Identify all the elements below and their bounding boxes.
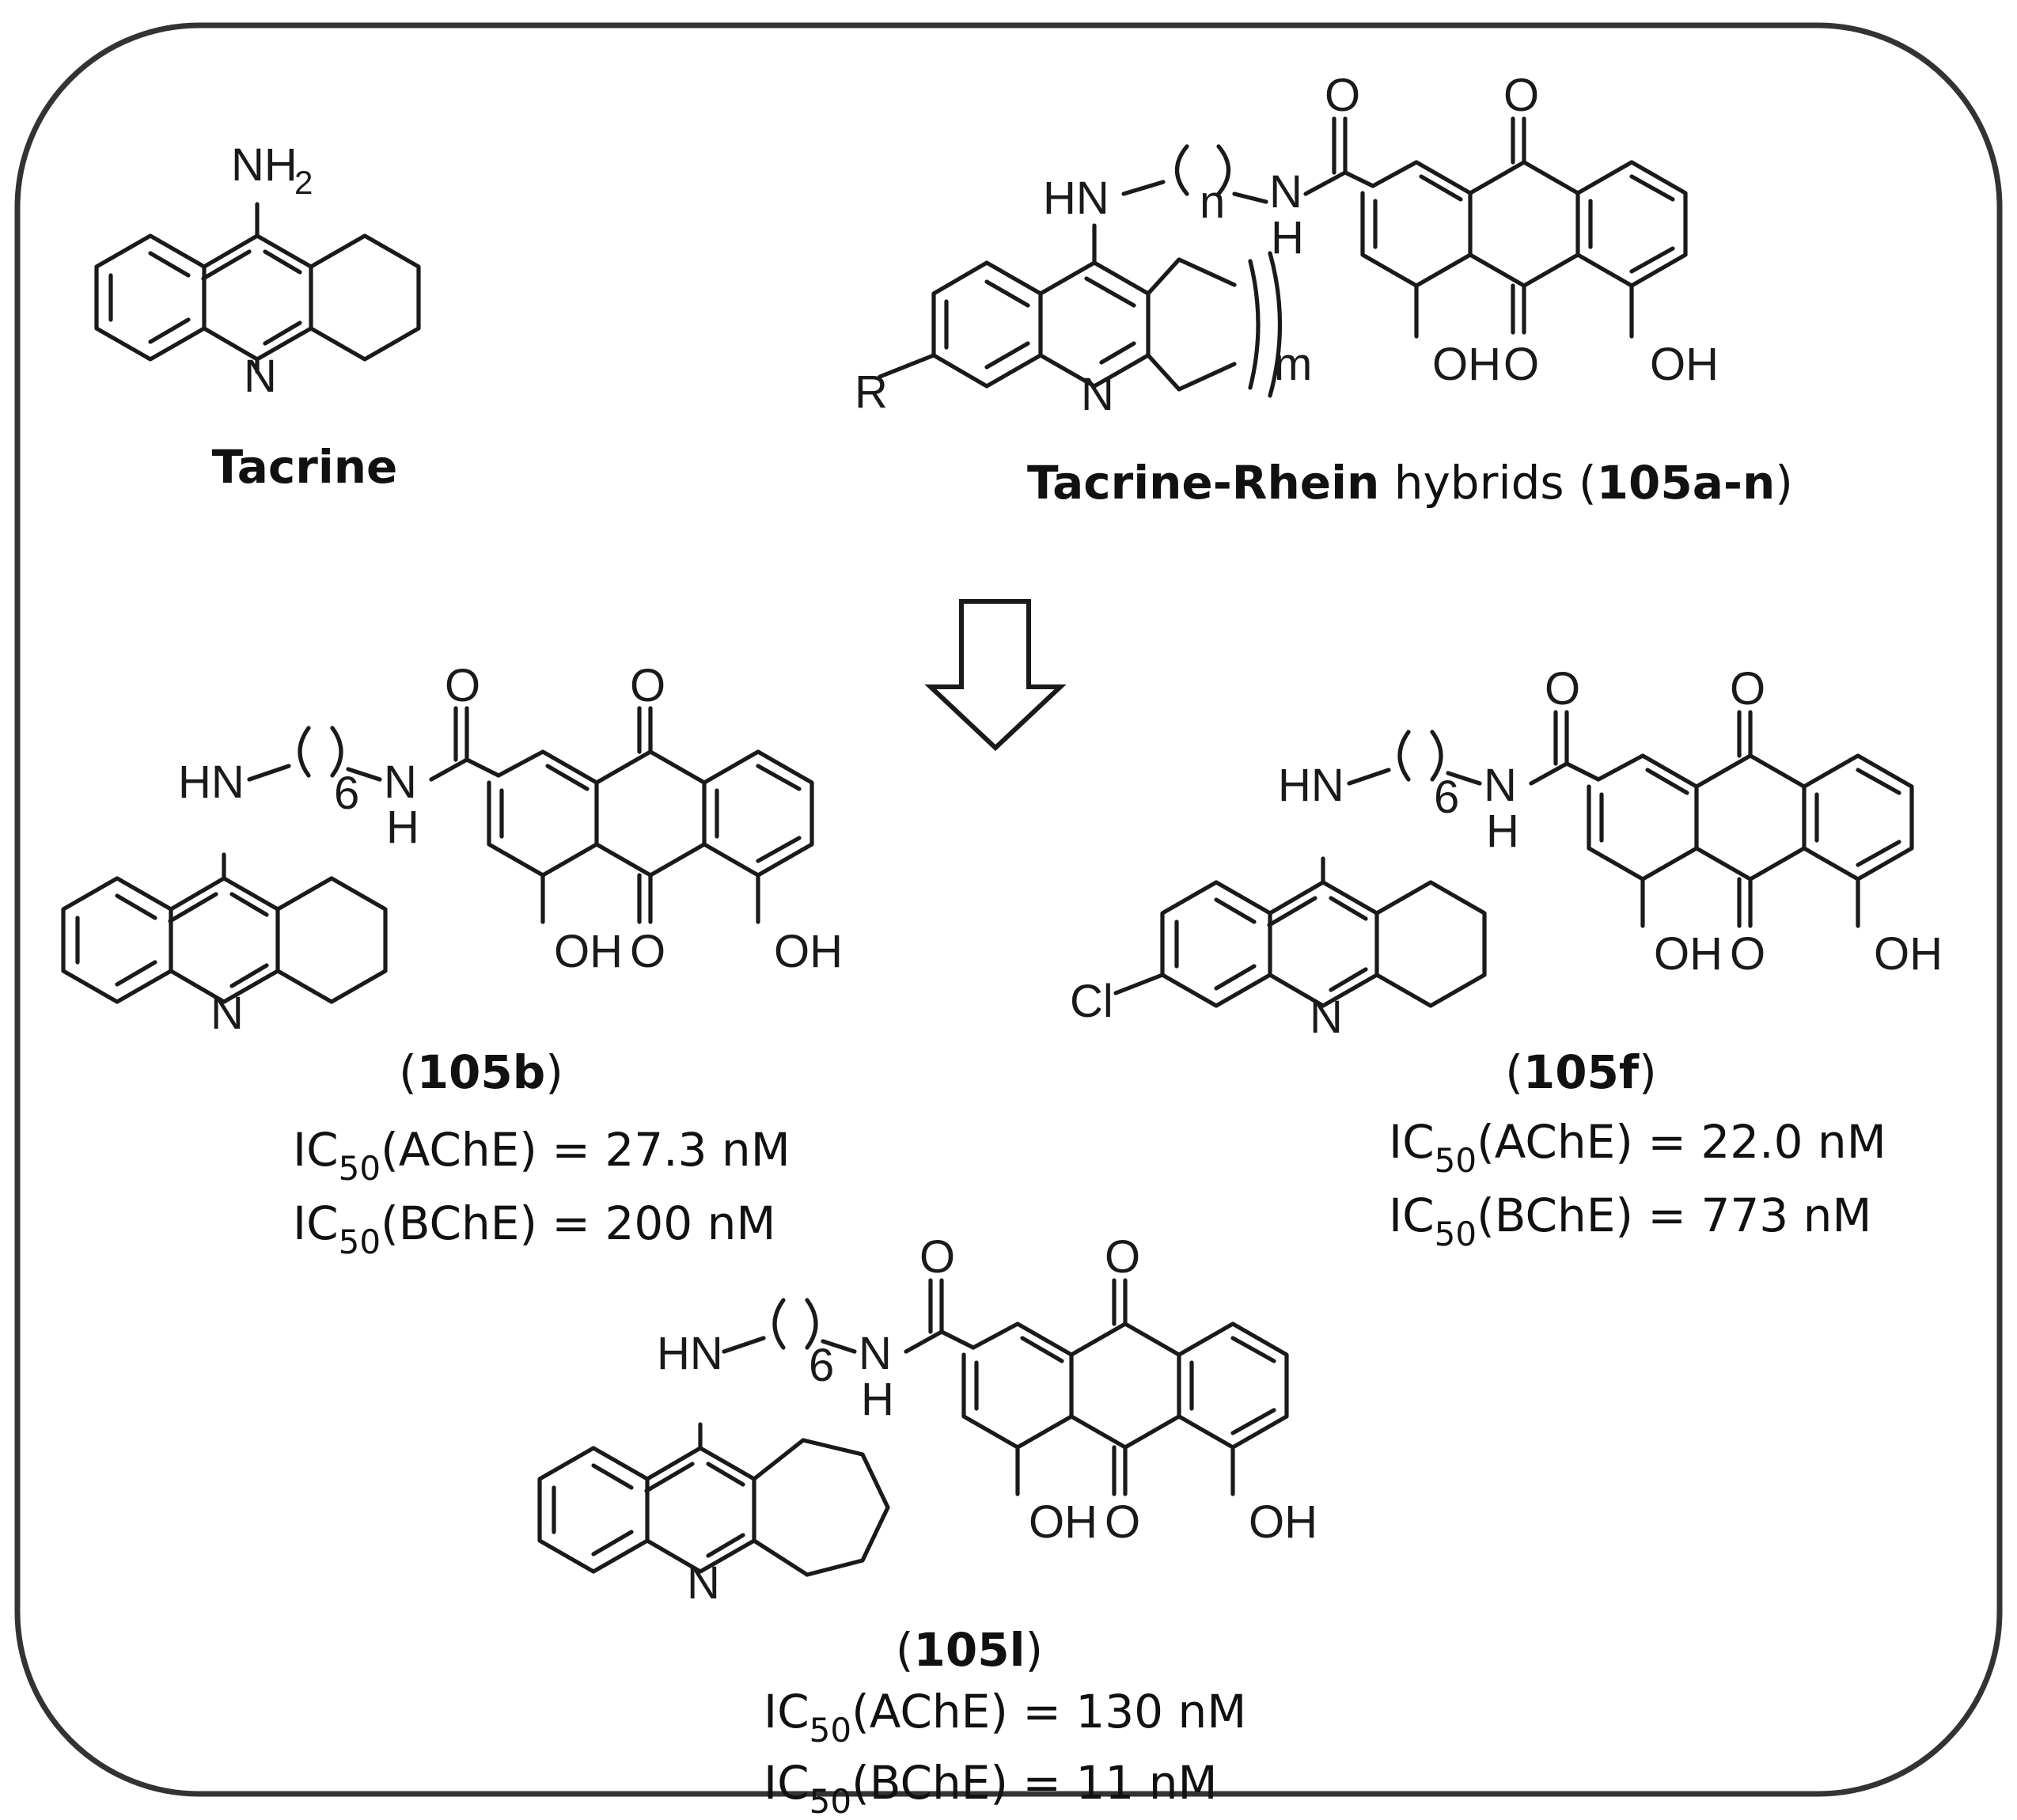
105f-amide-o: O	[1545, 663, 1580, 715]
105l-bche-value: IC50(BChE) = 11 nM	[764, 1756, 1218, 1820]
105b-amide-o: O	[445, 660, 480, 711]
tacrine-nh2-sub: 2	[294, 164, 313, 201]
105b-ache-value: IC50(AChE) = 27.3 nM	[293, 1123, 790, 1188]
105l-six: 6	[809, 1340, 834, 1391]
105f-six: 6	[1434, 772, 1459, 823]
105b-code-caption: (105b)	[399, 1045, 563, 1099]
105f-code-caption: (105f)	[1505, 1045, 1657, 1099]
105l-ache-value: IC50(AChE) = 130 nM	[764, 1685, 1246, 1750]
105l-ring-n: N	[687, 1557, 720, 1609]
105b-amide-h: H	[386, 802, 419, 853]
hybrid-amide-o: O	[1325, 70, 1360, 121]
105b-quinone-o-top: O	[630, 660, 665, 711]
105f-amide-h: H	[1486, 806, 1519, 857]
hybrid-m-index: m	[1274, 339, 1312, 390]
105l-oh-left: OH	[1029, 1496, 1098, 1548]
hybrid-caption-code: 105a-n	[1597, 456, 1776, 510]
105l-amide-o: O	[919, 1231, 955, 1283]
105b-ring-n: N	[210, 988, 244, 1039]
105f-oh-right: OH	[1874, 928, 1943, 980]
hybrid-quinone-o-top: O	[1503, 70, 1539, 121]
reaction-arrow	[924, 599, 1067, 752]
105f-bche-value: IC50(BChE) = 773 nM	[1389, 1189, 1871, 1253]
105b-amide-n: N	[384, 756, 417, 808]
tacrine-nh2-label: NH	[231, 139, 298, 191]
hybrid-caption: Tacrine-Rhein hybrids (105a-n)	[1027, 456, 1793, 510]
hybrid-ring-n: N	[1081, 369, 1114, 420]
hybrid-caption-plain: hybrids (	[1379, 456, 1596, 510]
tacrine-n-label: N	[244, 351, 277, 402]
105l-amide-h: H	[861, 1374, 894, 1425]
105f-cl: Cl	[1070, 976, 1113, 1027]
compound-105f-structure: HN 6 N H O O O OH OH N Cl	[1070, 663, 1943, 1043]
hybrid-amide-h: H	[1271, 212, 1304, 264]
105b-hn: HN	[178, 756, 245, 808]
tacrine-caption: Tacrine	[212, 440, 398, 494]
105b-bche-value: IC50(BChE) = 200 nM	[293, 1196, 775, 1261]
105b-code: 105b	[417, 1045, 546, 1099]
105f-ring-n: N	[1310, 992, 1343, 1043]
105l-quinone-o-bottom: O	[1105, 1496, 1140, 1548]
105b-six: 6	[334, 768, 359, 819]
105l-amide-n: N	[859, 1328, 892, 1379]
hybrid-r-label: R	[855, 366, 888, 418]
hybrid-hn-label: HN	[1043, 173, 1109, 224]
105f-code: 105f	[1523, 1045, 1640, 1099]
hybrid-oh-left: OH	[1432, 339, 1501, 390]
compound-105b-structure: HN 6 N H O O O OH OH N	[61, 660, 843, 1039]
hybrid-quinone-o-bottom: O	[1503, 339, 1539, 390]
105b-oh-right: OH	[774, 926, 843, 977]
105f-ache-value: IC50(AChE) = 22.0 nM	[1389, 1115, 1886, 1180]
hybrid-n-index: n	[1200, 176, 1225, 228]
tacrine-structure: NH 2 N	[94, 139, 421, 402]
105l-quinone-o-top: O	[1105, 1231, 1140, 1283]
hybrid-general-structure: HN n N H O O O OH OH N R m	[855, 70, 1719, 420]
105b-oh-left: OH	[554, 926, 623, 977]
rounded-border	[14, 22, 2003, 1797]
105f-quinone-o-bottom: O	[1730, 928, 1765, 980]
105l-oh-right: OH	[1249, 1496, 1317, 1548]
105f-oh-left: OH	[1654, 928, 1723, 980]
hybrid-amide-n: N	[1269, 166, 1302, 218]
hybrid-caption-bold: Tacrine-Rhein	[1027, 456, 1379, 510]
105l-code: 105l	[914, 1623, 1026, 1677]
105f-quinone-o-top: O	[1730, 663, 1765, 715]
hybrid-caption-close: )	[1775, 456, 1793, 510]
hybrid-oh-right: OH	[1650, 339, 1719, 390]
105l-hn: HN	[657, 1328, 723, 1379]
compound-105l-structure: HN 6 N H O O O OH OH N	[537, 1231, 1317, 1609]
105l-code-caption: (105l)	[896, 1623, 1043, 1677]
105b-quinone-o-bottom: O	[630, 926, 665, 977]
105f-hn: HN	[1278, 760, 1344, 811]
105f-amide-n: N	[1484, 760, 1517, 811]
